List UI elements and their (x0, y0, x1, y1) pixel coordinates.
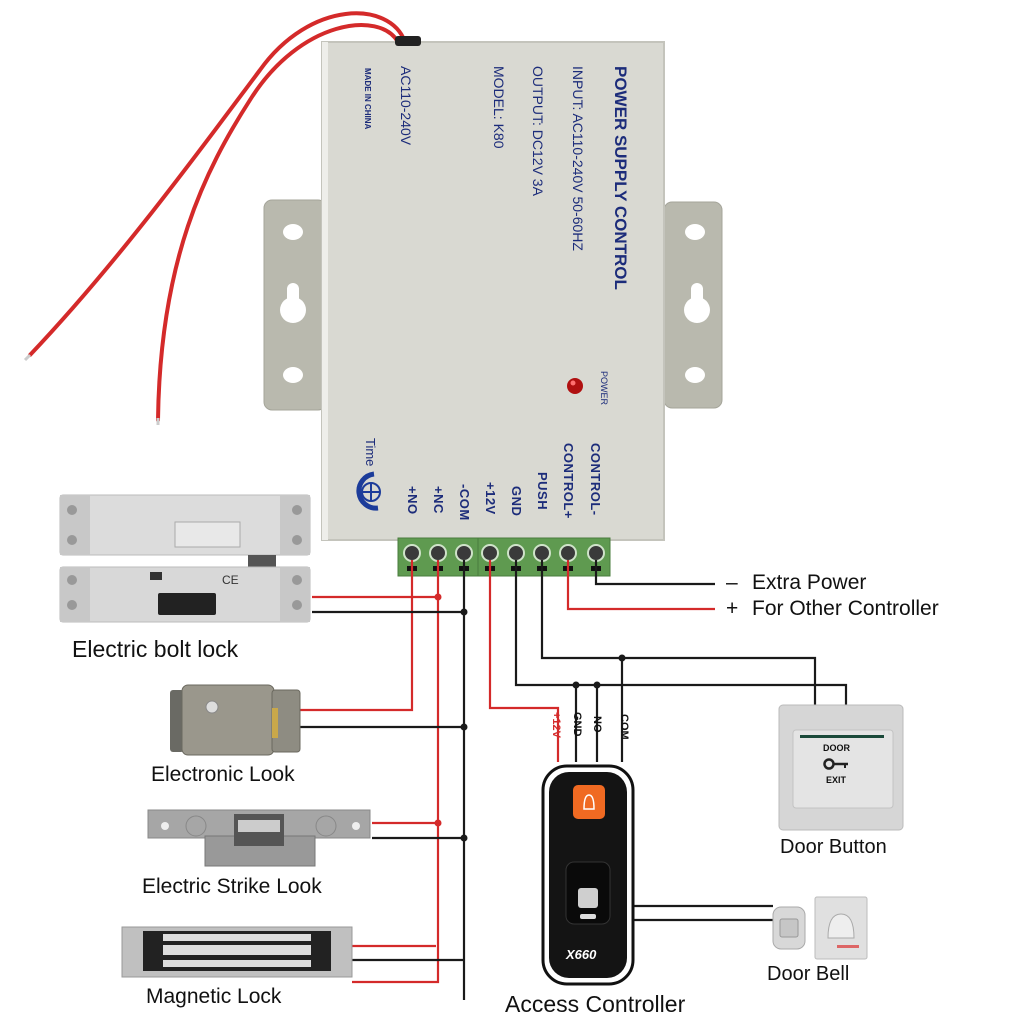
terminal-label-12v: +12V (483, 482, 498, 515)
wire-label-gnd: GND (571, 712, 583, 737)
door-button-bottom-text: EXIT (826, 775, 847, 785)
power-led-label: POWER (599, 371, 609, 406)
electric-bolt-lock: CE (59, 494, 311, 623)
junction-dot (593, 681, 601, 689)
caption-access-controller: Access Controller (505, 991, 686, 1017)
key-icon (823, 758, 848, 770)
terminal-screw-icon (403, 544, 421, 562)
legend-minus-sign: – (726, 571, 738, 594)
magnetic-lock (121, 926, 353, 978)
wiring (300, 560, 848, 1000)
time-potentiometer-icon (356, 471, 381, 511)
black-wire (540, 560, 817, 705)
junction-dot (460, 608, 468, 616)
caption-door-button: Door Button (780, 836, 887, 858)
junction-dots (434, 593, 626, 842)
terminal-label-gnd: GND (509, 486, 524, 517)
alarm-button-icon (573, 785, 605, 819)
caption-magnetic-lock: Magnetic Lock (146, 985, 282, 1008)
red-wire (300, 560, 414, 712)
junction-dot (434, 819, 442, 827)
svg-text:CE: CE (222, 573, 239, 587)
ps-output-spec: OUTPUT: DC12V 3A (530, 66, 546, 196)
caption-door-bell: Door Bell (767, 963, 850, 985)
wire-label-no: NO (591, 716, 603, 733)
terminal-screw-icon (507, 544, 525, 562)
time-label: Time (363, 438, 378, 467)
caption-bolt-lock: Electric bolt lock (72, 636, 239, 662)
junction-dot (460, 834, 468, 842)
terminal-label-no: +NO (405, 486, 420, 515)
junction-dot (572, 681, 580, 689)
terminal-label-nc: +NC (431, 486, 446, 514)
ps-title: POWER SUPPLY CONTROL (611, 66, 630, 290)
ps-origin: MADE IN CHINA (363, 68, 372, 130)
terminal-label-push: PUSH (535, 472, 550, 511)
caption-strike-lock: Electric Strike Look (142, 875, 322, 898)
terminal-block (397, 537, 611, 577)
black-wire (594, 560, 715, 586)
fingerprint-sensor-icon (578, 888, 598, 908)
terminal-screw-icon (533, 544, 551, 562)
access-controller-model: X660 (566, 947, 597, 962)
terminal-label-control-minus: CONTROL- (588, 443, 603, 516)
red-wire (352, 560, 440, 984)
ps-ac-rating: AC110-240V (398, 66, 414, 146)
bell-icon (827, 913, 855, 939)
mount-bracket-right (663, 201, 723, 409)
terminal-screw-icon (429, 544, 447, 562)
terminal-label-com: -COM (457, 484, 472, 521)
red-wire (566, 560, 715, 611)
ps-input-spec: INPUT: AC110-240V 50-60HZ (570, 66, 586, 251)
wire-label-com: COM (618, 714, 630, 740)
terminal-screw-icon (587, 544, 605, 562)
ps-model: MODEL: K80 (491, 66, 507, 149)
ac-input-wires (28, 11, 407, 422)
junction-dot (618, 654, 626, 662)
red-wire (488, 560, 560, 762)
wire-label-12v: +12V (550, 712, 562, 738)
door-bell-device (772, 896, 868, 960)
black-wire (514, 560, 848, 705)
terminal-screw-icon (559, 544, 577, 562)
junction-dot (460, 723, 468, 731)
electronic-lock (170, 684, 301, 756)
terminal-screw-icon (455, 544, 473, 562)
legend-extra-power: Extra Power (752, 571, 867, 594)
electric-strike-lock (147, 809, 371, 867)
junction-dot (434, 593, 442, 601)
access-controller-device (541, 764, 635, 986)
door-button-device (778, 704, 904, 831)
power-supply-case (321, 41, 665, 541)
cable-grommet (395, 36, 421, 46)
wire-tip (23, 353, 32, 362)
legend-other-controller: For Other Controller (752, 597, 939, 620)
door-button-top-text: DOOR (823, 743, 850, 753)
terminal-screw-icon (481, 544, 499, 562)
terminal-label-control-plus: CONTROL+ (561, 443, 576, 519)
power-led-icon (567, 378, 583, 394)
mount-bracket-left (263, 199, 327, 411)
legend-plus-sign: + (726, 597, 739, 620)
case-edge (322, 42, 328, 540)
caption-electronic-lock: Electronic Look (151, 763, 295, 786)
